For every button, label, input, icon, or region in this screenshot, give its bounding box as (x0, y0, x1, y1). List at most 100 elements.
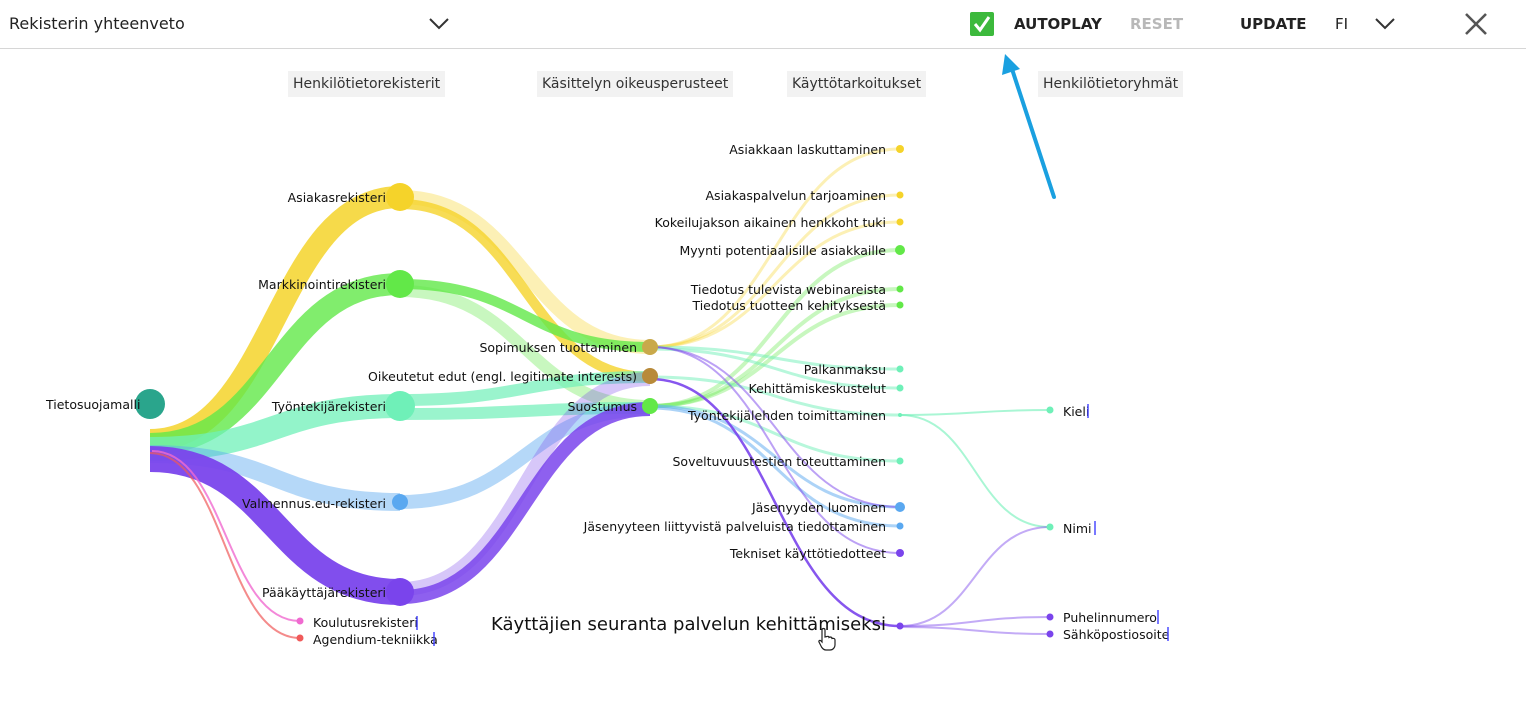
node-paakayttajarekisteri[interactable] (386, 578, 414, 606)
node-purpose[interactable] (896, 384, 904, 392)
node-purpose[interactable] (896, 549, 904, 557)
flow-link-root-paakayttaja (149, 446, 401, 605)
flow-link-base-purpose (649, 345, 901, 371)
flow-link-root-tyontekija (149, 394, 401, 461)
flow-link-purpose-group (899, 616, 1051, 627)
flow-link-base-purpose (649, 406, 901, 528)
node-asiakasrekisteri[interactable] (386, 183, 414, 211)
node-kieli[interactable] (1046, 406, 1054, 414)
column-header-purposes: Käyttötarkoitukset (787, 71, 927, 97)
node-agendium-tekniikka[interactable] (296, 634, 304, 642)
flow-link-base-purpose (649, 375, 901, 417)
flow-link-base-purpose (649, 346, 901, 554)
node-label-sahkopostiosoite: Sähköpostiosoite (1063, 627, 1170, 642)
node-label-purpose: Asiakkaan laskuttaminen (729, 142, 886, 157)
flow-link-paakayttaja-suostumus (399, 402, 651, 604)
node-purpose[interactable] (895, 245, 905, 255)
node-label-purpose: Asiakaspalvelun tarjoaminen (706, 188, 887, 203)
node-purpose[interactable] (896, 218, 904, 226)
node-label-purpose: Jäsenyyden luominen (751, 500, 886, 515)
node-purpose[interactable] (896, 145, 904, 153)
node-purpose[interactable] (896, 301, 904, 309)
labels-layer: Tietosuojamalli Asiakasrekisteri Markkin… (45, 142, 1170, 647)
flow-link-purpose-group (899, 414, 1051, 528)
top-toolbar: Rekisterin yhteenveto AUTOPLAY RESET UPD… (0, 0, 1526, 49)
node-purpose[interactable] (896, 522, 904, 530)
flow-link-base-purpose (649, 220, 901, 349)
node-purpose[interactable] (896, 365, 904, 373)
sankey-diagram: Tietosuojamalli Asiakasrekisteri Markkin… (45, 54, 1170, 651)
flow-link-purpose-group (899, 526, 1051, 627)
flow-link-markkinointi-sopimus (399, 279, 651, 352)
flow-link-root-agendium (149, 452, 301, 639)
node-label-puhelinnumero: Puhelinnumero (1063, 610, 1157, 625)
flow-link-tyontekija-suostumus (399, 402, 651, 420)
node-valmennus-rekisteri[interactable] (392, 494, 408, 510)
node-label-purpose: Jäsenyyteen liittyvistä palveluista tied… (583, 519, 886, 534)
node-label-sopimuksen-tuottaminen: Sopimuksen tuottaminen (479, 340, 637, 355)
node-purpose[interactable] (896, 622, 904, 630)
node-suostumus[interactable] (642, 398, 658, 414)
nodes-layer (135, 145, 1054, 642)
node-root[interactable] (135, 389, 165, 419)
node-label-purpose: Soveltuvuustestien toteuttaminen (673, 454, 887, 469)
flow-link-base-purpose (649, 147, 901, 349)
node-label-kieli: Kieli (1063, 404, 1089, 419)
arrow-icon (1002, 54, 1056, 199)
node-label-purpose-highlighted[interactable]: Käyttäjien seuranta palvelun kehittämise… (491, 614, 886, 635)
view-title-dropdown[interactable]: Rekisterin yhteenveto (9, 14, 185, 33)
flow-link-base-purpose (649, 303, 901, 408)
node-nimi[interactable] (1046, 523, 1054, 531)
flow-link-purpose-group (899, 409, 1051, 416)
checkmark-icon[interactable] (970, 12, 994, 36)
node-purpose[interactable] (896, 191, 904, 199)
node-purpose[interactable] (898, 413, 902, 417)
hand-pointer-icon (818, 627, 836, 651)
node-sopimuksen-tuottaminen[interactable] (642, 339, 658, 355)
column-header-data-groups: Henkilötietoryhmät (1038, 71, 1184, 97)
flow-link-base-purpose (649, 346, 901, 508)
node-label-purpose: Kokeilujakson aikainen henkkoht tuki (655, 215, 886, 230)
node-label-purpose: Palkanmaksu (804, 362, 886, 377)
node-puhelinnumero[interactable] (1046, 613, 1054, 621)
node-label-oikeutetut-edut: Oikeutetut edut (engl. legitimate intere… (368, 369, 637, 384)
column-header-registers: Henkilötietorekisterit (288, 71, 446, 97)
chevron-down-icon[interactable] (1374, 14, 1396, 39)
node-label-root: Tietosuojamalli (45, 397, 140, 412)
language-selector[interactable]: FI (1335, 15, 1349, 33)
node-purpose[interactable] (895, 502, 905, 512)
node-label-purpose: Tiedotus tulevista webinareista (690, 282, 886, 297)
flow-link-purpose-group (899, 626, 1051, 635)
update-button[interactable]: UPDATE (1240, 15, 1307, 33)
flow-link-asiakas-sopimus (399, 190, 651, 354)
node-label-purpose: Tekniset käyttötiedotteet (729, 546, 886, 561)
node-label-agendium-tekniikka: Agendium-tekniikka (313, 632, 438, 647)
node-label-purpose: Työntekijälehden toimittaminen (687, 408, 886, 423)
node-tyontekijarekisteri[interactable] (385, 391, 415, 421)
node-markkinointirekisteri[interactable] (386, 270, 414, 298)
node-label-tyontekijarekisteri: Työntekijärekisteri (271, 399, 386, 414)
flow-link-base-purpose (649, 193, 901, 349)
node-label-koulutusrekisteri: Koulutusrekisteri (313, 615, 418, 630)
autoplay-toggle[interactable]: AUTOPLAY (1014, 15, 1102, 33)
flow-link-base-purpose (649, 248, 901, 408)
flow-link-paakayttaja-oikeutetut (399, 372, 651, 596)
node-label-markkinointirekisteri: Markkinointirekisteri (258, 277, 386, 292)
chevron-down-icon[interactable] (428, 14, 450, 39)
node-oikeutetut-edut[interactable] (642, 368, 658, 384)
flow-link-asiakas-oikeutetut (399, 199, 651, 382)
node-label-nimi: Nimi (1063, 521, 1091, 536)
node-label-purpose: Tiedotus tuotteen kehityksestä (691, 298, 886, 313)
node-purpose[interactable] (896, 285, 904, 293)
node-koulutusrekisteri[interactable] (296, 617, 304, 625)
node-purpose[interactable] (896, 457, 904, 465)
flow-link-tyontekija-oikeutetut (399, 371, 651, 406)
flow-link-base-purpose-highlighted (649, 377, 901, 628)
close-icon[interactable] (1463, 11, 1489, 42)
flow-link-base-purpose (649, 404, 901, 509)
node-label-purpose: Kehittämiskeskustelut (749, 381, 887, 396)
node-label-paakayttajarekisteri: Pääkäyttäjärekisteri (262, 585, 386, 600)
column-header-legal-bases: Käsittelyn oikeusperusteet (537, 71, 734, 97)
reset-button[interactable]: RESET (1130, 15, 1184, 33)
node-sahkopostiosoite[interactable] (1046, 630, 1054, 638)
